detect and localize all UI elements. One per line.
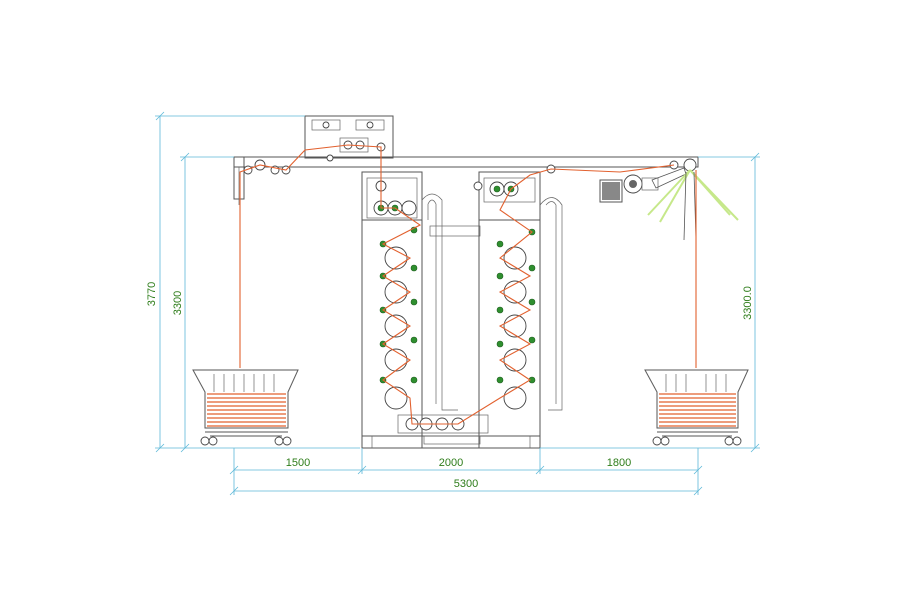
top-beam <box>233 156 699 205</box>
left-column <box>361 171 489 449</box>
top-control-box <box>304 115 394 159</box>
left-fabric-stack <box>207 393 286 427</box>
dim-seg-middle: 2000 <box>439 457 463 469</box>
left-trolley <box>192 369 299 446</box>
drive-swing-lines <box>647 169 739 241</box>
dim-frame-height-left: 3300 <box>172 291 184 315</box>
dim-total-height: 3770 <box>146 282 158 306</box>
right-trolley <box>644 369 749 446</box>
right-fabric-stack <box>659 393 736 427</box>
dim-seg-left: 1500 <box>286 457 310 469</box>
fabric-path <box>239 144 697 425</box>
dim-total-width: 5300 <box>454 478 478 490</box>
dimension-lines <box>155 111 760 496</box>
base-plinth <box>361 435 541 449</box>
middle-duct <box>421 193 563 411</box>
drive-motor <box>599 167 687 203</box>
dim-seg-right: 1800 <box>607 457 631 469</box>
right-trolley-bars <box>665 374 727 392</box>
dim-frame-height-right: 3300.0 <box>742 286 754 320</box>
left-trolley-bars <box>213 374 275 392</box>
